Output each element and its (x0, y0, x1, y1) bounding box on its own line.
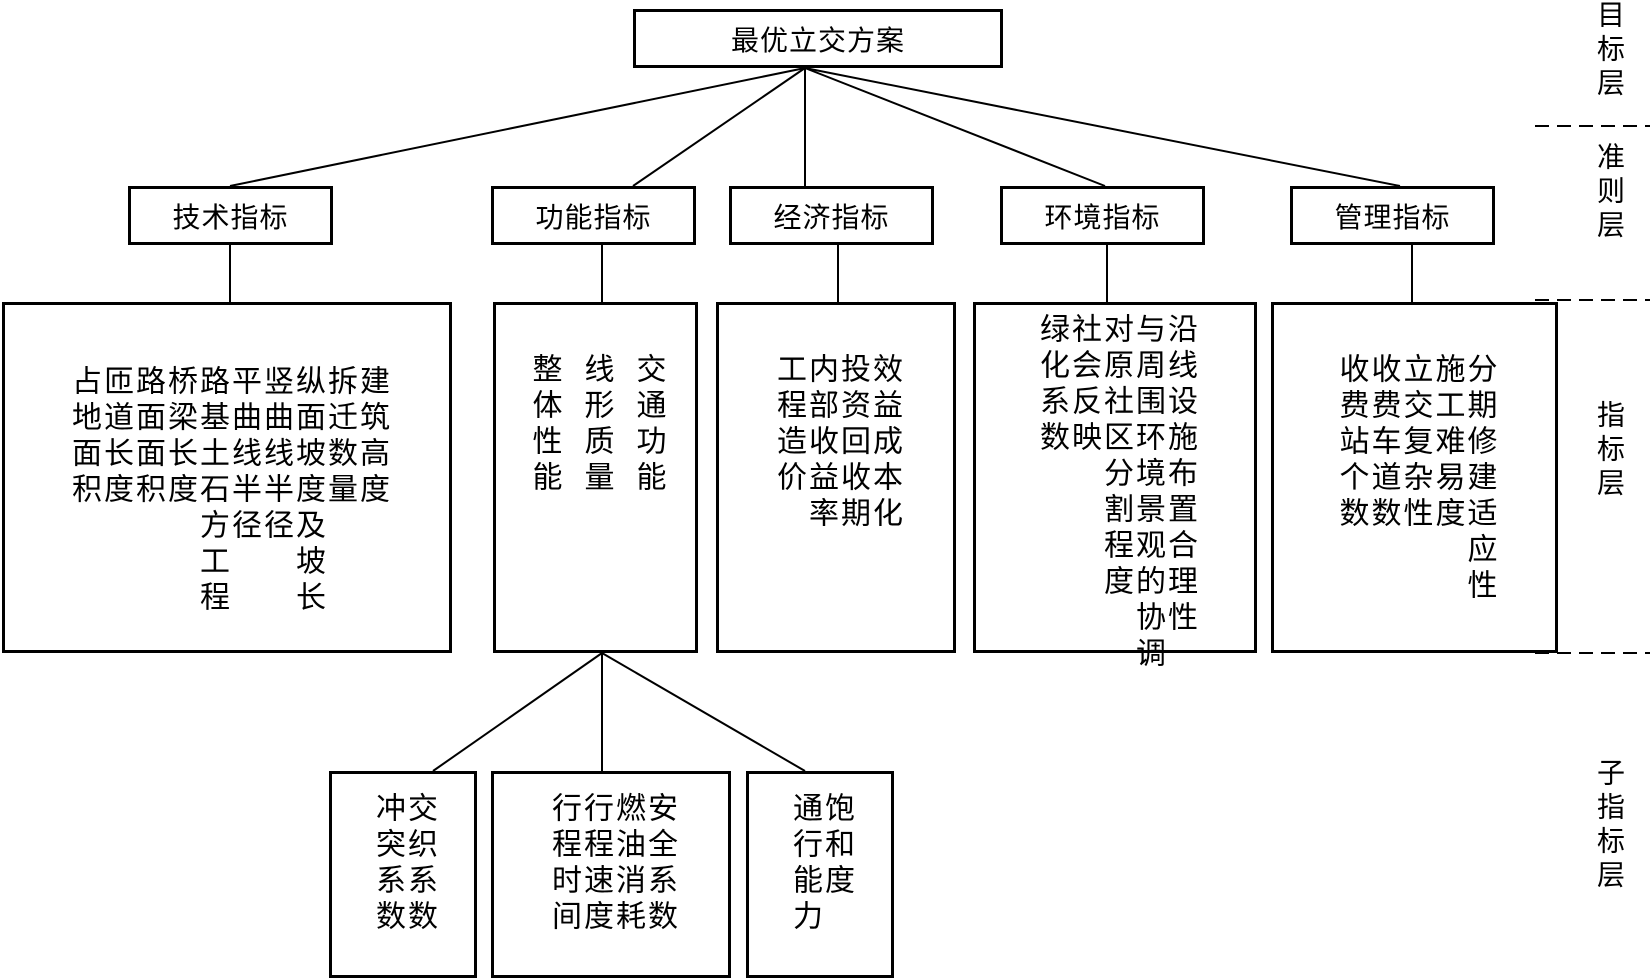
sub-indicator-item: 燃油消耗 (610, 792, 645, 936)
indicator-item: 路面面积 (130, 365, 165, 509)
criterion-economic: 经济指标 (729, 186, 934, 245)
criterion-function-label: 功能指标 (535, 200, 652, 234)
indicator-item: 投资回收期 (835, 353, 870, 533)
sub-indicators-3: 饱和度 通行能力 (746, 771, 894, 978)
indicator-item: 绿化系数 (1034, 313, 1069, 457)
indicator-item: 匝道长度 (98, 365, 133, 509)
indicator-item: 效益成本化 (867, 353, 902, 533)
indicator-item: 建筑高度 (354, 365, 389, 509)
sub-indicator-item: 安全系数 (642, 792, 677, 936)
indicator-item: 社会反映 (1066, 313, 1101, 457)
indicator-item: 立交复杂性 (1397, 353, 1433, 533)
indicator-item: 拆迁数量 (322, 365, 357, 509)
goal-node: 最优立交方案 (633, 9, 1003, 68)
edge-goal-func (632, 67, 806, 187)
edge-goal-env (804, 67, 1106, 187)
criterion-tech: 技术指标 (128, 186, 333, 245)
indicators-function: 交通功能 线形质量 整体性能 (493, 302, 698, 653)
sub-indicator-item: 交织系数 (402, 792, 437, 936)
indicator-item: 分期修建适应性 (1461, 353, 1497, 605)
indicator-item: 占地面积 (66, 365, 101, 509)
edge-goal-tech (229, 67, 806, 187)
criterion-economic-label: 经济指标 (773, 200, 890, 234)
criterion-management-label: 管理指标 (1334, 200, 1451, 234)
sub-indicator-item: 行程时间 (546, 792, 581, 936)
indicator-item: 收费车道数 (1365, 353, 1401, 533)
sub-indicators-1: 交织系数 冲突系数 (329, 771, 477, 978)
indicator-item: 纵面坡度及坡长 (290, 365, 325, 617)
criterion-management: 管理指标 (1290, 186, 1495, 245)
criterion-tech-label: 技术指标 (172, 200, 289, 234)
indicator-item: 交通功能 (630, 353, 666, 497)
indicator-item: 工程造价 (771, 353, 806, 497)
layer-label-indicator: 指标层 (1593, 400, 1626, 502)
indicator-item: 沿线设施布置合理性 (1162, 313, 1197, 637)
layer-label-criteria: 准则层 (1593, 142, 1626, 244)
indicator-item: 收费站个数 (1333, 353, 1369, 533)
sub-indicator-item: 饱和度 (819, 792, 854, 900)
indicators-environment: 沿线设施布置合理性 与周围环境景观的协调 对原社区分割程度 社会反映 绿化系数 (973, 302, 1257, 673)
layer-label-sub-indicator: 子指标层 (1593, 758, 1626, 894)
sub-indicator-item: 行程速度 (578, 792, 613, 936)
criterion-environment-label: 环境指标 (1044, 200, 1161, 234)
indicator-item: 线形质量 (578, 353, 614, 497)
criterion-environment: 环境指标 (1000, 186, 1205, 245)
sub-indicators-2: 安全系数 燃油消耗 行程速度 行程时间 (491, 771, 731, 978)
indicator-item: 路基土石方工程 (194, 365, 229, 617)
indicator-item: 竖曲线半径 (258, 365, 293, 545)
indicator-item: 平曲线半径 (226, 365, 261, 545)
indicator-item: 内部收益率 (803, 353, 838, 533)
indicators-management: 分期修建适应性 施工难易度 立交复杂性 收费车道数 收费站个数 (1271, 302, 1558, 653)
sub-indicator-item: 通行能力 (787, 792, 822, 936)
indicator-item: 整体性能 (526, 353, 562, 497)
indicator-item: 桥梁长度 (162, 365, 197, 509)
indicator-item: 对原社区分割程度 (1098, 313, 1133, 601)
indicator-item: 施工难易度 (1429, 353, 1465, 533)
indicators-economic: 效益成本化 投资回收期 内部收益率 工程造价 (716, 302, 956, 653)
edge-func-sub3 (601, 652, 806, 772)
edge-func-sub1 (432, 652, 603, 772)
criterion-function: 功能指标 (491, 186, 696, 245)
sub-indicator-item: 冲突系数 (370, 792, 405, 936)
edge-goal-mgmt (804, 67, 1401, 187)
indicator-item: 与周围环境景观的协调 (1130, 313, 1165, 673)
layer-label-goal: 目标层 (1593, 0, 1626, 102)
indicators-tech: 建筑高度 拆迁数量 纵面坡度及坡长 竖曲线半径 平曲线半径 路基土石方工程 桥梁… (2, 302, 452, 653)
goal-label: 最优立交方案 (730, 23, 905, 57)
